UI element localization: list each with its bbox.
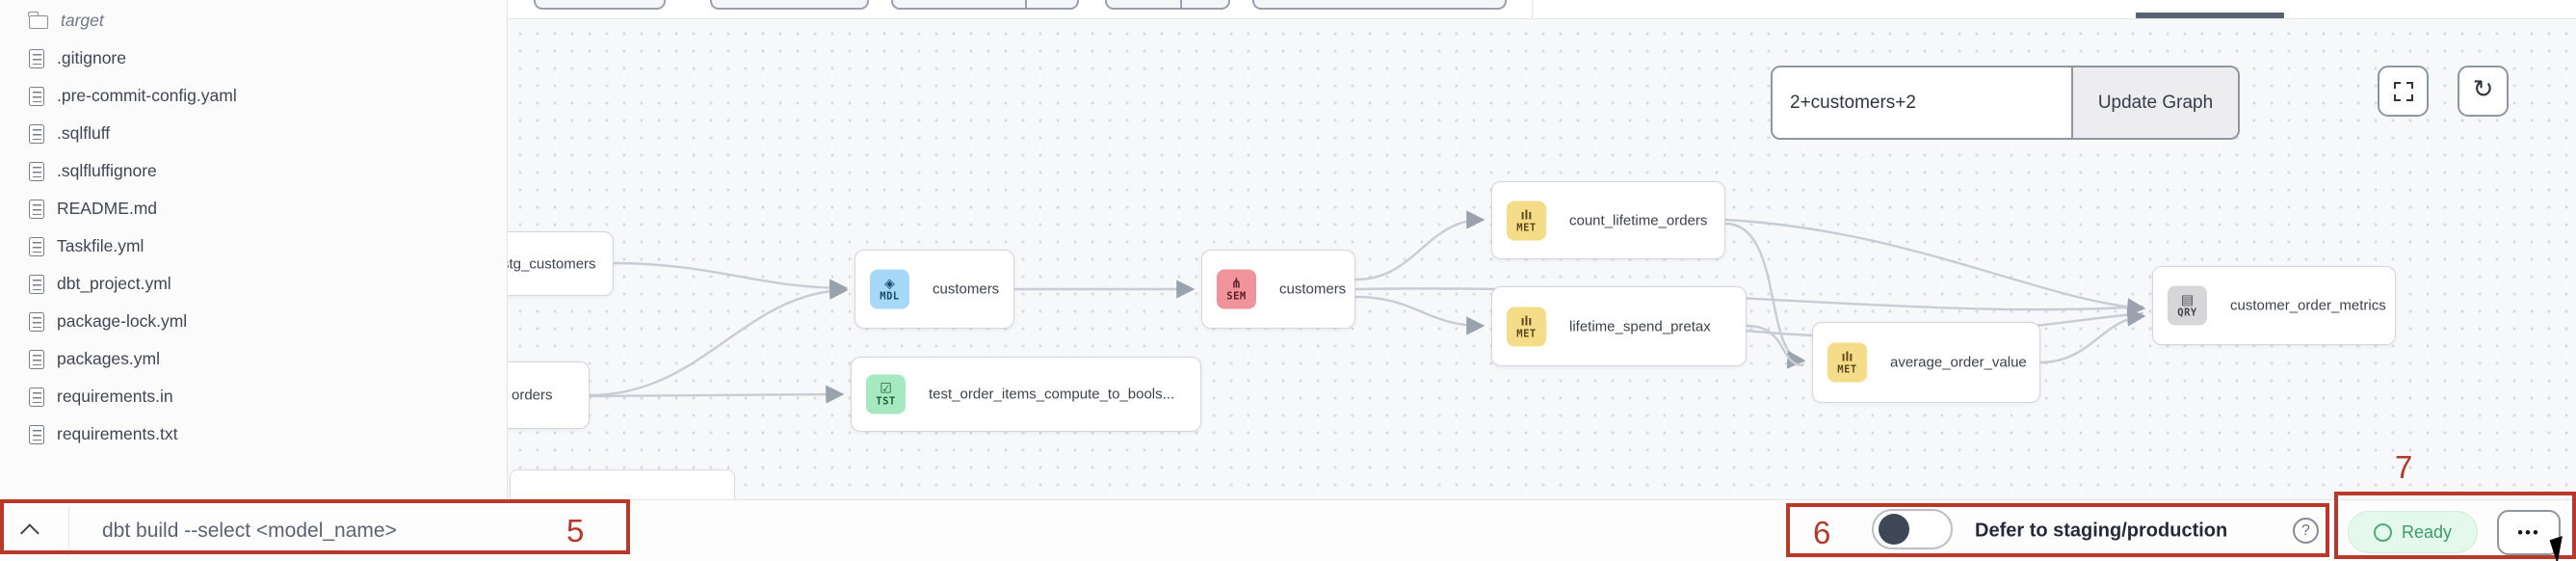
file-name: .pre-commit-config.yaml: [57, 86, 237, 105]
file-icon: [29, 86, 44, 106]
active-tab-indicator: [2136, 13, 2284, 18]
sem-badge-icon: ⋔SEM: [1217, 269, 1256, 309]
fullscreen-button[interactable]: [2378, 66, 2429, 117]
folder-icon: [28, 12, 48, 29]
file-icon: [29, 236, 44, 256]
node-label: stg_customers: [508, 255, 596, 272]
editor-action-button[interactable]: [534, 0, 666, 10]
divider: [68, 506, 69, 556]
file-name: README.md: [57, 199, 158, 218]
file-name: .gitignore: [57, 48, 126, 67]
file-name: package-lock.yml: [57, 311, 188, 331]
status-circle-icon: [2373, 522, 2392, 542]
tree-file-package-lock.yml[interactable]: package-lock.yml: [0, 303, 507, 340]
file-icon: [29, 123, 44, 144]
editor-split-button[interactable]: [891, 0, 1079, 10]
defer-toggle[interactable]: [1872, 509, 1953, 549]
qry-badge-icon: ▤QRY: [2168, 285, 2207, 326]
tst-badge-icon: ☑TST: [866, 374, 906, 414]
refresh-button[interactable]: ↻: [2458, 66, 2509, 117]
button-divider: [1025, 0, 1027, 8]
file-name: target: [61, 11, 104, 30]
editor-split-button[interactable]: [1105, 0, 1230, 10]
editor-action-button[interactable]: [1252, 0, 1507, 10]
toggle-knob: [1879, 514, 1909, 545]
collapse-panel-button[interactable]: [10, 516, 54, 547]
button-divider: [1180, 0, 1182, 8]
file-name: .sqlfluff: [57, 123, 111, 143]
node-label: average_order_value: [1890, 354, 2027, 371]
tree-file-requirements.in[interactable]: requirements.in: [0, 378, 507, 415]
mdl-badge-icon: ◈MDL: [870, 269, 909, 309]
file-icon: [29, 48, 44, 68]
node-label: orders: [512, 387, 553, 404]
file-name: packages.yml: [57, 349, 160, 368]
node-label: customer_order_metrics: [2230, 297, 2386, 314]
chevron-up-icon: [19, 523, 39, 544]
lineage-node-stg_customers[interactable]: stg_customers: [508, 231, 614, 296]
file-icon: [29, 311, 44, 332]
tree-file-.gitignore[interactable]: .gitignore: [0, 40, 507, 77]
refresh-icon: ↻: [2472, 74, 2494, 103]
tree-file-dbt_project.yml[interactable]: dbt_project.yml: [0, 265, 507, 303]
more-options-button[interactable]: •••: [2497, 510, 2561, 555]
file-icon: [29, 387, 44, 407]
tree-folder-target[interactable]: target: [0, 2, 507, 40]
command-input[interactable]: dbt build --select <model_name>: [102, 519, 397, 542]
lineage-node-customers_semantic[interactable]: ⋔SEM customers: [1201, 250, 1355, 329]
lineage-node-customer_order_metrics[interactable]: ▤QRY customer_order_metrics: [2152, 266, 2396, 345]
tree-file-packages.yml[interactable]: packages.yml: [0, 340, 507, 378]
node-label: lifetime_spend_pretax: [1569, 318, 1711, 334]
file-icon: [29, 349, 44, 369]
status-ready-button[interactable]: Ready: [2348, 511, 2478, 553]
file-icon: [29, 424, 44, 444]
file-name: Taskfile.yml: [57, 236, 145, 255]
tree-file-README.md[interactable]: README.md: [0, 190, 507, 227]
canvas-corner-panel: [510, 469, 735, 499]
help-icon[interactable]: ?: [2293, 518, 2319, 544]
file-name: .sqlfluffignore: [57, 161, 157, 180]
node-label: test_order_items_compute_to_bools...: [929, 386, 1175, 403]
node-label: customers: [1279, 280, 1347, 298]
editor-action-button[interactable]: [710, 0, 869, 10]
lineage-node-orders[interactable]: orders: [508, 361, 590, 429]
lineage-node-customers_model[interactable]: ◈MDL customers: [854, 250, 1014, 329]
file-name: requirements.txt: [57, 424, 178, 443]
status-ready-label: Ready: [2401, 521, 2453, 542]
node-label: count_lifetime_orders: [1569, 212, 1708, 228]
lineage-node-test_order_items[interactable]: ☑TST test_order_items_compute_to_bools...: [851, 357, 1201, 432]
pane-divider: [1532, 0, 1533, 18]
lineage-filter-input[interactable]: [1773, 67, 2071, 138]
tree-file-.sqlfluff[interactable]: .sqlfluff: [0, 115, 507, 152]
command-bar: dbt build --select <model_name> Defer to…: [0, 499, 2576, 561]
tree-file-Taskfile.yml[interactable]: Taskfile.yml: [0, 227, 507, 265]
file-icon: [29, 161, 44, 181]
tree-file-.pre-commit-config.yaml[interactable]: .pre-commit-config.yaml: [0, 77, 507, 115]
file-name: requirements.in: [57, 387, 173, 406]
file-icon: [29, 274, 44, 294]
node-label: customers: [933, 280, 1000, 298]
tree-file-.sqlfluffignore[interactable]: .sqlfluffignore: [0, 152, 507, 190]
editor-bottom-strip: [508, 0, 2576, 19]
update-graph-button[interactable]: Update Graph: [2071, 67, 2238, 138]
file-explorer-sidebar: target .gitignore .pre-commit-config.yaml.…: [0, 0, 508, 499]
lineage-filter-box: Update Graph: [1771, 66, 2240, 140]
file-icon: [29, 199, 44, 219]
defer-label: Defer to staging/production: [1975, 520, 2228, 541]
tree-file-requirements.txt[interactable]: requirements.txt: [0, 415, 507, 453]
lineage-edges: [589, 210, 2146, 404]
fullscreen-icon: [2393, 81, 2413, 101]
file-name: dbt_project.yml: [57, 274, 171, 293]
